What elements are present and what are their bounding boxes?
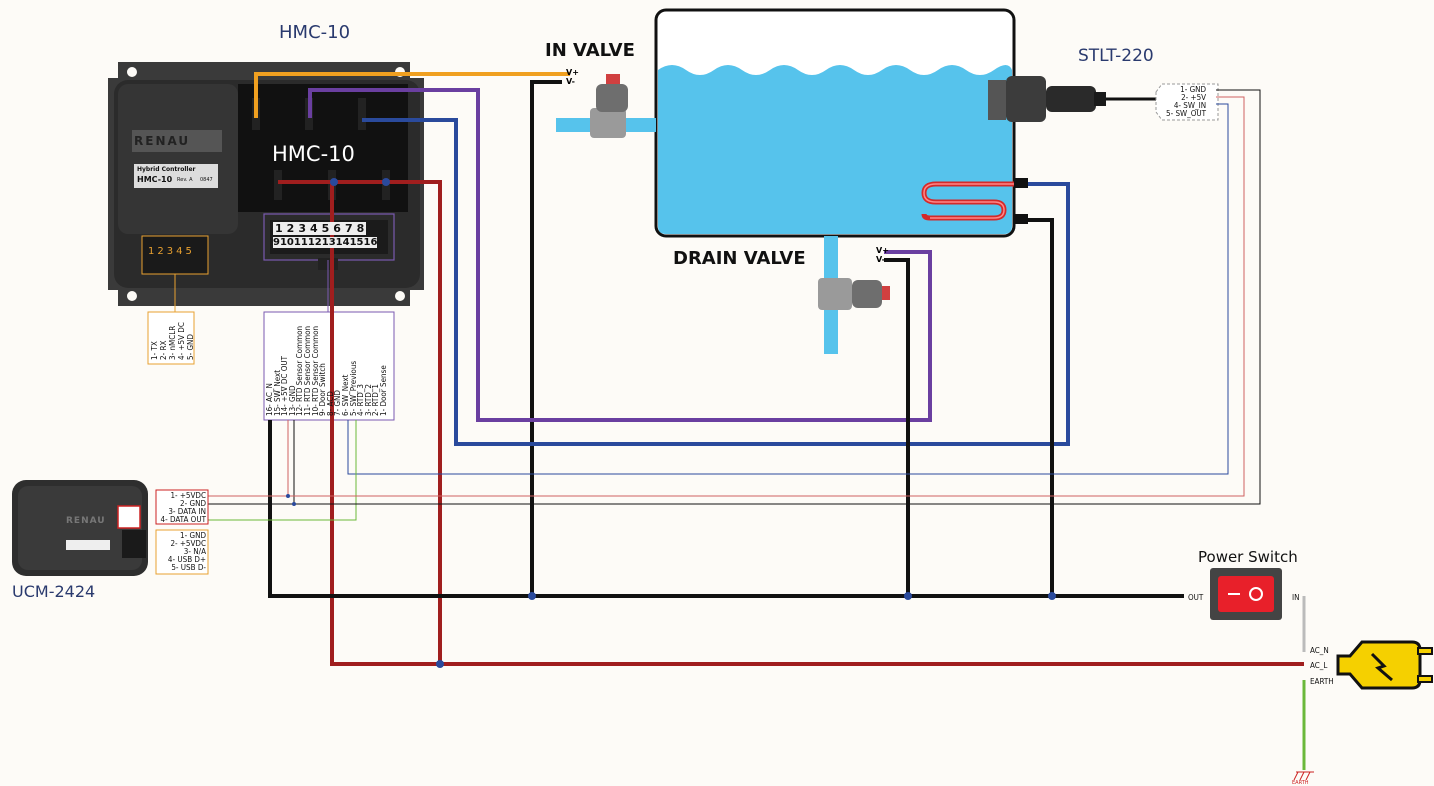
- ucm-data-pins: 1- +5VDC 2- GND 3- DATA IN 4- DATA OUT: [160, 491, 206, 524]
- small-header-pins: 12345: [148, 246, 195, 257]
- hmc-terminal-box: [263, 311, 395, 421]
- stlt-title: STLT-220: [1078, 46, 1154, 66]
- drain-valve-label: DRAIN VALVE: [673, 248, 806, 269]
- stlt220-sensor: [988, 76, 1219, 122]
- drain-valve-vplus: V+: [876, 246, 889, 255]
- ucm2424-device: [12, 480, 209, 576]
- hmc-hybrid-text: Hybrid Controller: [137, 166, 196, 173]
- switch-in-label: IN: [1292, 593, 1300, 602]
- earth-symbol: [1293, 771, 1314, 781]
- hmc-brand: RENAU: [134, 134, 191, 148]
- power-switch-label: Power Switch: [1198, 548, 1298, 566]
- stlt-pins: 1- GND 2- +5V 4- SW_IN 5- SW_OUT: [1166, 85, 1207, 118]
- drain-valve-vminus: V-: [876, 255, 885, 264]
- ucm-title: UCM-2424: [12, 582, 96, 601]
- earth-symbol-label: EARTH: [1292, 780, 1309, 786]
- in-valve-vminus: V-: [566, 77, 575, 86]
- in-valve-label: IN VALVE: [545, 40, 635, 61]
- drain-valve-body: [818, 236, 890, 354]
- ucm-brand: RENAU: [66, 516, 106, 526]
- in-valve-vplus: V+: [566, 68, 579, 77]
- hmc-model-text: HMC-10: [137, 175, 173, 184]
- earth-label: EARTH: [1310, 677, 1334, 686]
- ac-l-label: AC_L: [1310, 661, 1328, 670]
- power-switch-body: [1210, 568, 1282, 620]
- hmc-rev-text: Rev. A: [177, 177, 193, 183]
- in-valve-body: [556, 74, 656, 138]
- ac-n-label: AC_N: [1310, 646, 1329, 655]
- programming-pin-box: [147, 311, 195, 365]
- ucm-usb-pins: 1- GND 2- +5VDC 3- N/A 4- USB D+ 5- USB …: [167, 531, 206, 572]
- hmc-serial-text: 0847: [200, 177, 213, 183]
- hmc10-controller: [108, 62, 424, 306]
- connector-pins-bottom: 910111213141516: [273, 237, 378, 248]
- programming-pins: 1- TX 2- RX 3- nMCLR 4- +5V DC 5- GND: [150, 322, 195, 360]
- hmc-title: HMC-10: [279, 22, 351, 43]
- power-plug: [1336, 640, 1433, 690]
- hmc-terminals: 16- AC_N 15- SW_Next 14- +5V DC OUT 13- …: [265, 325, 388, 416]
- switch-out-label: OUT: [1188, 593, 1204, 602]
- hmc-face-label: HMC-10: [272, 142, 355, 166]
